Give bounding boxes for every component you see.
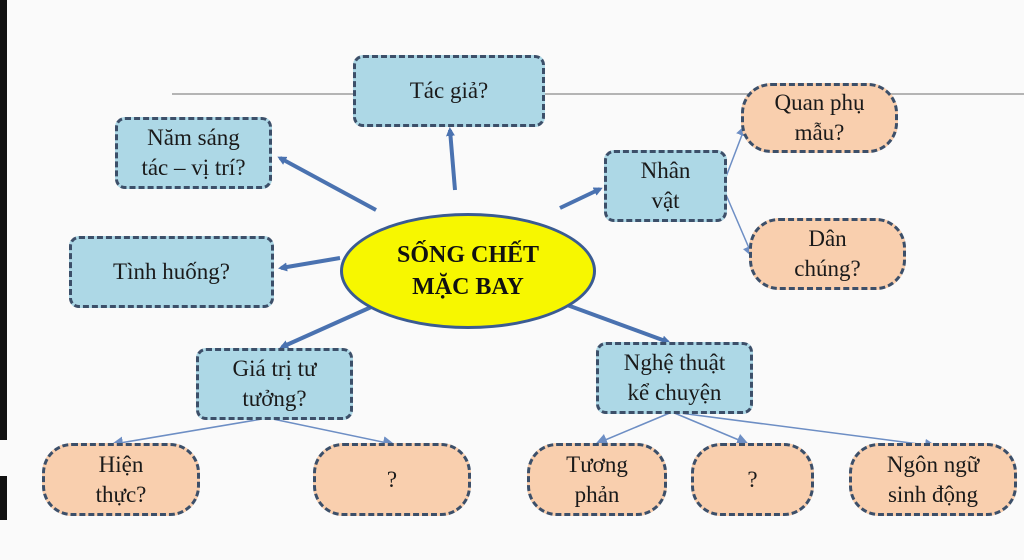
node-official: Quan phụ mẫu? bbox=[741, 83, 898, 153]
center-topic: SỐNG CHẾT MẶC BAY bbox=[340, 213, 596, 329]
arrow-to-character bbox=[559, 187, 603, 210]
node-official-label: Quan phụ mẫu? bbox=[774, 90, 865, 145]
arrow-to-ideology bbox=[279, 302, 379, 349]
node-realism: Hiện thực? bbox=[42, 443, 200, 516]
node-contrast-label: Tương phản bbox=[566, 451, 628, 507]
arrow-to-situation bbox=[278, 256, 341, 272]
node-ideology-value: Giá trị tư tưởng? bbox=[196, 348, 353, 420]
node-vivid-language-label: Ngôn ngữ sinh động bbox=[886, 451, 980, 507]
center-topic-label: SỐNG CHẾT MẶC BAY bbox=[396, 241, 540, 300]
node-character-label: Nhân vật bbox=[640, 158, 691, 213]
node-unknown-2: ? bbox=[691, 443, 814, 516]
node-people-label: Dân chúng? bbox=[794, 226, 861, 281]
node-ideology-value-label: Giá trị tư tưởng? bbox=[232, 356, 317, 411]
node-author-label: Tác giả? bbox=[409, 78, 489, 104]
node-character: Nhân vật bbox=[604, 150, 727, 222]
node-situation: Tình huống? bbox=[69, 236, 274, 308]
node-contrast: Tương phản bbox=[527, 443, 667, 516]
node-unknown-1-label: ? bbox=[386, 466, 398, 492]
node-unknown-1: ? bbox=[313, 443, 471, 516]
arrow-to-contrast bbox=[595, 411, 673, 446]
arrow-to-official bbox=[723, 124, 748, 183]
node-narrative-art-label: Nghệ thuật kể chuyện bbox=[623, 350, 726, 405]
arrow-to-author bbox=[446, 127, 457, 191]
arrow-to-narrative bbox=[558, 300, 671, 345]
node-people: Dân chúng? bbox=[749, 218, 906, 290]
left-edge-strip bbox=[0, 0, 7, 440]
node-unknown-2-label: ? bbox=[747, 466, 758, 492]
node-narrative-art: Nghệ thuật kể chuyện bbox=[596, 342, 753, 414]
arrow-to-realism bbox=[111, 417, 269, 449]
arrow-to-year bbox=[277, 156, 377, 212]
arrow-to-people bbox=[723, 189, 754, 258]
node-realism-label: Hiện thực? bbox=[95, 451, 147, 507]
node-year-position: Năm sáng tác – vị trí? bbox=[115, 117, 272, 189]
node-author: Tác giả? bbox=[353, 55, 545, 127]
node-vivid-language: Ngôn ngữ sinh động bbox=[849, 443, 1017, 516]
arrow-to-language bbox=[671, 411, 937, 451]
arrow-to-unknown2 bbox=[671, 411, 749, 446]
node-situation-label: Tình huống? bbox=[113, 259, 230, 285]
arrow-to-unknown1 bbox=[267, 417, 395, 449]
node-year-position-label: Năm sáng tác – vị trí? bbox=[141, 125, 246, 180]
left-edge-strip-lower bbox=[0, 476, 7, 520]
